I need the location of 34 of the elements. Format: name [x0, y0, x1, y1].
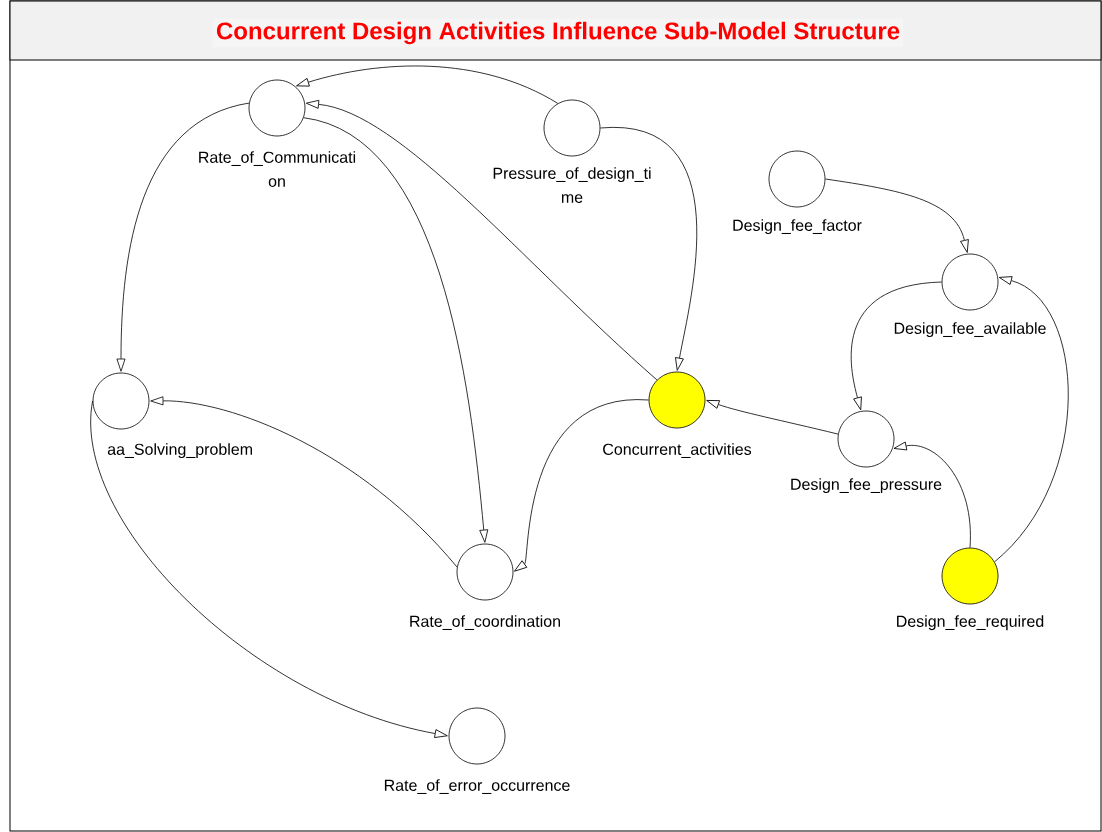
node-label: Design_fee_factor [733, 219, 862, 235]
arrow [600, 127, 698, 371]
node-label: Pressure_of_design_ti me [493, 167, 651, 203]
node-label: Design_fee_pressure [791, 478, 942, 494]
node-label: Rate_of_error_occurrence [384, 779, 570, 794]
node-label: Design_fee_available [894, 322, 1046, 338]
arrow [825, 178, 969, 253]
arrow [706, 400, 839, 435]
node-label: Rate_of_coordination [410, 615, 560, 630]
arrow [994, 276, 1069, 563]
arrow [305, 99, 658, 381]
variable-node: Design_fee_required [897, 547, 1044, 631]
variable-node: Rate_of_error_occurrence [384, 707, 570, 794]
variable-node: Rate_of_Communicati on [199, 79, 356, 187]
node-label: Design_fee_required [897, 615, 1044, 631]
variable-node: Rate_of_coordination [410, 543, 560, 630]
arrow [116, 102, 250, 372]
variable-node: Design_fee_factor [733, 150, 862, 235]
arrow [90, 400, 448, 738]
variable-node: Concurrent_activities [603, 371, 752, 458]
node-label: Concurrent_activities [603, 443, 752, 458]
variable-node: aa_Solving_problem [92, 372, 252, 459]
arrow [514, 399, 649, 572]
variable-node: Pressure_of_design_ti me [493, 99, 651, 203]
arrow [150, 396, 458, 568]
arrow [893, 441, 971, 548]
arrow [850, 281, 942, 411]
arrow [303, 117, 489, 543]
variable-node: Design_fee_pressure [791, 410, 942, 494]
node-label: Rate_of_Communicati on [199, 151, 356, 187]
variable-node: Design_fee_available [894, 253, 1046, 338]
arrow [296, 65, 559, 104]
node-label: aa_Solving_problem [107, 443, 252, 459]
title-banner: Concurrent Design Activities Influence Sub-Model Structure [9, 0, 1102, 62]
